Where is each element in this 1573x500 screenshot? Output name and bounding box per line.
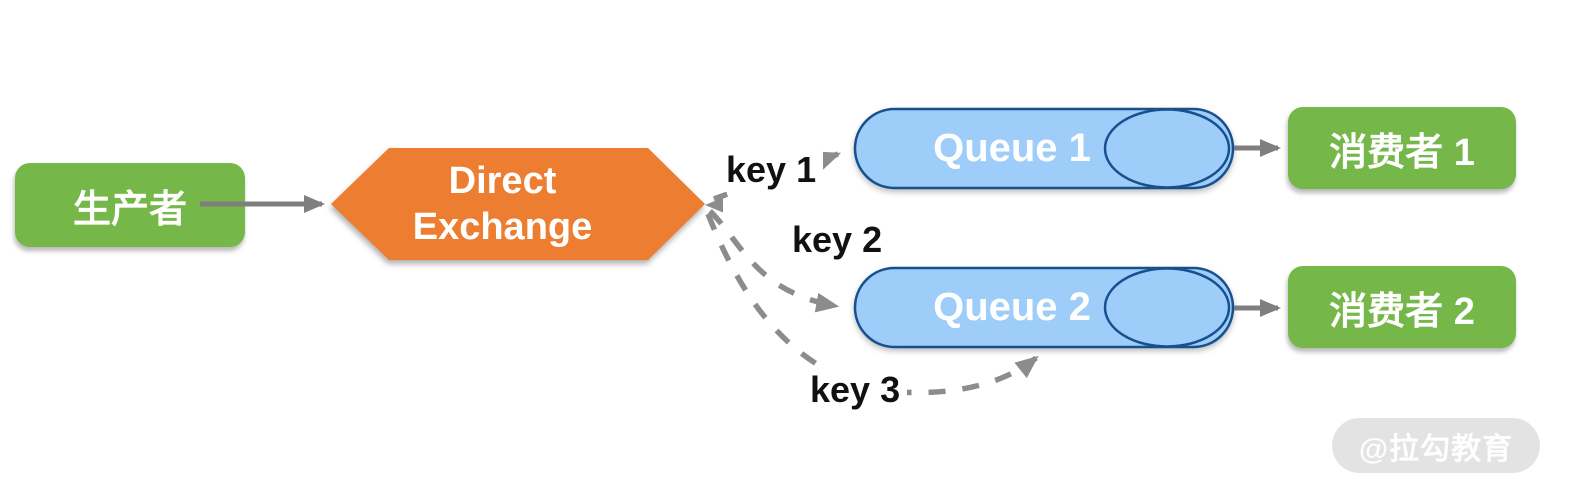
queue1-shape bbox=[853, 107, 1235, 190]
consumer2-label: 消费者 2 bbox=[1329, 290, 1475, 333]
consumer2-node: 消费者 2 bbox=[1288, 266, 1516, 348]
consumer1-node: 消费者 1 bbox=[1288, 107, 1516, 189]
exchange-hexagon-shape bbox=[331, 148, 705, 260]
watermark-badge: @拉勾教育 bbox=[1332, 418, 1540, 473]
queue1-end-ellipse bbox=[1103, 108, 1231, 189]
arrow-key1-to-queue1 bbox=[713, 151, 842, 202]
queue2-end-ellipse bbox=[1103, 267, 1231, 348]
arrow-key2-to-queue2 bbox=[708, 209, 840, 313]
consumer1-label: 消费者 1 bbox=[1329, 131, 1475, 174]
watermark-label: @拉勾教育 bbox=[1358, 432, 1514, 466]
reverse-arrowhead-icon bbox=[705, 197, 723, 213]
producer-label: 生产者 bbox=[72, 188, 187, 231]
queue2-shape bbox=[853, 266, 1235, 349]
